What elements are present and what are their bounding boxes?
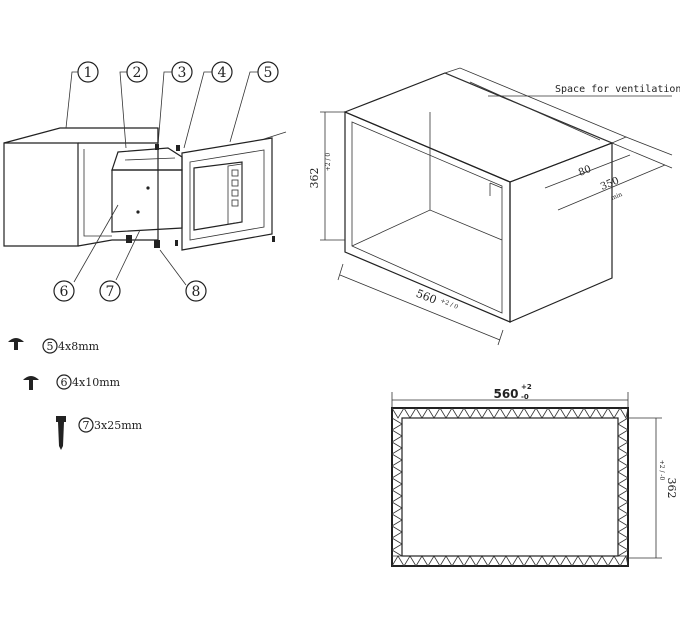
svg-text:7: 7 (106, 284, 115, 300)
svg-text:3: 3 (178, 65, 187, 81)
callout-5: 5 (257, 61, 279, 83)
dim-depth: 80 350 min (544, 136, 673, 211)
cabinet-box (3, 127, 159, 247)
callout-6: 6 (53, 280, 75, 302)
screw-7-row: 7 3x25mm (56, 416, 143, 450)
trim-frame (175, 131, 287, 251)
foot-icon (154, 240, 160, 248)
dim-width: 560 +2 / 0 (337, 263, 504, 346)
flat-screw-icon (8, 338, 24, 342)
cutout-inner (401, 417, 619, 557)
callout-4: 4 (211, 61, 233, 83)
svg-text:+2 / 0: +2 / 0 (325, 153, 332, 172)
screw-legend: 5 4x8mm 6 4x10mm 7 3x25mm (8, 338, 143, 450)
frame-screw-icon (175, 240, 178, 246)
callout-8: 8 (185, 280, 207, 302)
cutout-template: 560 +2 -0 362 +2 / -0 (391, 383, 678, 567)
bracket-icon (176, 145, 180, 151)
svg-text:4: 4 (218, 65, 227, 81)
screw-5-row: 5 4x8mm (8, 338, 100, 354)
exploded-assembly: 1 2 3 4 5 6 7 8 (3, 61, 287, 302)
svg-text:1: 1 (84, 65, 93, 81)
svg-text:7: 7 (83, 419, 90, 432)
screw-dot-icon (146, 186, 150, 190)
svg-text:80: 80 (577, 164, 593, 179)
svg-text:min: min (610, 191, 623, 202)
svg-text:4x8mm: 4x8mm (58, 340, 100, 353)
flat-screw-icon (23, 376, 39, 380)
cutout-outer (391, 407, 629, 567)
bracket-icon (155, 144, 159, 150)
cutout-dim-width: 560 +2 -0 (391, 383, 629, 408)
callout-1: 1 (77, 61, 99, 83)
svg-text:-0: -0 (521, 393, 529, 401)
svg-text:6: 6 (61, 376, 68, 389)
dim-height: 362 +2 / 0 (308, 111, 345, 241)
svg-text:5: 5 (264, 65, 273, 81)
ventilation-label: Space for ventilation (555, 84, 680, 95)
wood-screw-icon (56, 416, 66, 422)
svg-text:6: 6 (60, 284, 69, 300)
svg-text:8: 8 (192, 284, 201, 300)
svg-text:350: 350 (599, 175, 621, 192)
svg-text:4x10mm: 4x10mm (72, 376, 121, 389)
svg-text:3x25mm: 3x25mm (94, 419, 143, 432)
cabinet-isometric: Space for ventilation 362 +2 / 0 560 +2 … (308, 67, 680, 346)
svg-text:362: 362 (308, 168, 321, 189)
screw-6-row: 6 4x10mm (23, 374, 121, 390)
cutout-dim-height: 362 +2 / -0 (628, 417, 678, 559)
callout-2: 2 (126, 61, 148, 83)
callout-3: 3 (171, 61, 193, 83)
svg-text:2: 2 (133, 65, 142, 81)
screw-dot-icon (136, 210, 140, 214)
svg-text:560: 560 (493, 387, 518, 401)
foot-icon (126, 235, 132, 243)
callout-7: 7 (99, 280, 121, 302)
frame-screw-icon (272, 236, 275, 242)
microwave-body (111, 144, 183, 233)
svg-text:362: 362 (665, 478, 678, 499)
svg-text:+2: +2 (521, 383, 532, 391)
svg-text:5: 5 (47, 340, 54, 353)
svg-text:+2 / -0: +2 / -0 (658, 460, 665, 481)
cutout-hatching (391, 407, 629, 567)
